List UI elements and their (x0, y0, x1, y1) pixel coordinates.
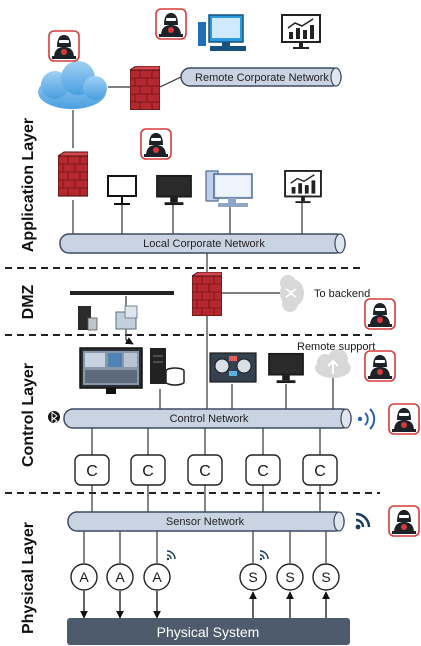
small-wifi-icon (259, 550, 269, 561)
controller-box: C (187, 454, 223, 486)
remote-corporate-network: Remote Corporate Network (180, 67, 342, 87)
sensor-network: Sensor Network (67, 511, 345, 532)
wifi-icon (355, 512, 371, 530)
actuator-node: A (70, 563, 98, 591)
remote-support-cloud-icon (315, 349, 351, 378)
local-monitor-icon (156, 174, 192, 206)
attacker-icon (364, 350, 396, 382)
attacker-icon (388, 505, 420, 537)
local-desktop-icon (107, 175, 137, 205)
firewall-icon (130, 66, 160, 110)
signal-arrows (80, 337, 330, 619)
engineering-monitor-icon (268, 352, 304, 384)
bluetooth-icon (48, 411, 60, 426)
to-backend-label: To backend (314, 288, 370, 300)
actuator-label: A (115, 569, 125, 585)
sensor-node: S (312, 563, 340, 591)
attacker-icon (48, 30, 80, 62)
local-corporate-network: Local Corporate Network (59, 233, 346, 254)
wireless-icon (357, 408, 376, 430)
historian-server-icon (150, 348, 185, 386)
layer-label-control: Control Layer (20, 363, 37, 467)
small-wifi-icon (166, 550, 176, 561)
control-network-label: Control Network (170, 413, 249, 425)
control-panel-icon (209, 352, 257, 383)
sensor-label: S (248, 569, 257, 585)
controller-box: C (245, 454, 281, 486)
attacker-icon (140, 128, 172, 160)
physical-system-label: Physical System (157, 624, 260, 640)
actuator-node: A (106, 563, 134, 591)
local-analytics-monitor-icon (284, 170, 322, 204)
sensor-node: S (239, 563, 267, 591)
hmi-scada-icon (79, 347, 143, 394)
controller-label: C (314, 463, 326, 480)
physical-system-box: Physical System (67, 618, 350, 645)
remote-workstation-icon (198, 14, 246, 51)
firewall-icon (58, 151, 88, 197)
actuator-label: A (79, 569, 89, 585)
dmz-firewall-icon (192, 272, 222, 316)
internet-cloud-icon (38, 61, 107, 109)
controller-label: C (142, 463, 154, 480)
attacker-icon (155, 8, 187, 40)
remote-analytics-monitor-icon (281, 14, 321, 50)
layer-label-application: Application Layer (20, 118, 37, 252)
attacker-icon (388, 403, 420, 435)
controller-box: C (130, 454, 166, 486)
sensor-network-label: Sensor Network (166, 516, 245, 528)
actuator-node: A (143, 563, 171, 591)
actuator-label: A (152, 569, 162, 585)
controller-box: C (302, 454, 338, 486)
sensor-label: S (285, 569, 294, 585)
remote-support-label: Remote support (297, 341, 375, 353)
backend-cloud-icon (280, 275, 304, 312)
layer-separators (5, 267, 380, 494)
sensor-node: S (276, 563, 304, 591)
connections (72, 76, 334, 563)
local-network-label: Local Corporate Network (143, 238, 265, 250)
layer-label-dmz: DMZ (20, 284, 37, 319)
attacker-icon (364, 298, 396, 330)
controller-label: C (257, 463, 269, 480)
controller-label: C (199, 463, 211, 480)
remote-network-label: Remote Corporate Network (195, 72, 329, 84)
local-pc-icon (205, 170, 253, 207)
dmz-arrow (124, 337, 134, 345)
field-devices: A A A S S S (70, 550, 340, 591)
controller-box: C (74, 454, 110, 486)
sensor-label: S (321, 569, 330, 585)
layer-label-physical: Physical Layer (20, 522, 37, 634)
dmz-server-rack-icon (70, 291, 174, 331)
controller-label: C (86, 463, 98, 480)
controllers: C C C C C (74, 454, 338, 486)
control-network: Control Network (63, 408, 352, 429)
